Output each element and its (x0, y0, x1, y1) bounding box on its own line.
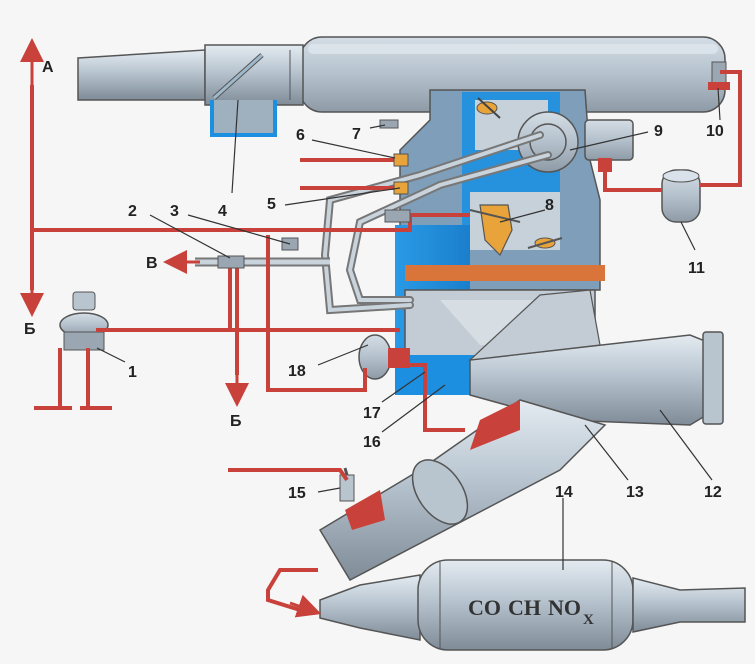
label-6: 6 (296, 127, 305, 144)
grey-tubes (320, 131, 552, 315)
label-a: А (42, 59, 54, 76)
air-filter-housing (299, 36, 726, 113)
down-pipe (318, 399, 607, 581)
label-15: 15 (288, 485, 306, 502)
label-3: 3 (170, 203, 179, 220)
red-vacuum-lines (30, 70, 742, 612)
label-4: 4 (218, 203, 227, 220)
label-9: 9 (654, 123, 663, 140)
catalyst-formula: CO CH NO X (468, 595, 594, 628)
co-text: CO (468, 595, 501, 620)
charcoal-canister (661, 169, 701, 223)
sensor-10 (708, 61, 730, 90)
no-subscript: X (583, 612, 594, 628)
fittings (217, 119, 411, 269)
label-1: 1 (128, 364, 137, 381)
label-18: 18 (288, 363, 306, 380)
ch-text: CH (508, 595, 541, 620)
label-13: 13 (626, 484, 644, 501)
label-b-left: Б (24, 321, 36, 338)
arrow-to-catalyst (289, 594, 322, 618)
air-intake-snorkel (77, 44, 304, 137)
valve-1 (59, 291, 109, 351)
label-10: 10 (706, 123, 724, 140)
callout-labels: 1 2 3 4 5 6 7 8 9 10 11 12 13 14 15 16 1… (24, 59, 724, 502)
label-16: 16 (363, 434, 381, 451)
label-5: 5 (267, 196, 276, 213)
catalytic-converter (319, 559, 746, 651)
exhaust-manifold-pipe (468, 289, 724, 426)
label-8: 8 (545, 197, 554, 214)
label-2: 2 (128, 203, 137, 220)
label-17: 17 (363, 405, 381, 422)
label-v: В (146, 255, 158, 272)
label-11: 11 (688, 260, 705, 277)
no-text: NO (548, 595, 581, 620)
label-14: 14 (555, 484, 573, 501)
throttle-linkage (469, 204, 563, 257)
label-b-bottom: Б (230, 413, 242, 430)
label-7: 7 (352, 126, 361, 143)
label-12: 12 (704, 484, 722, 501)
leader-lines (96, 87, 721, 570)
